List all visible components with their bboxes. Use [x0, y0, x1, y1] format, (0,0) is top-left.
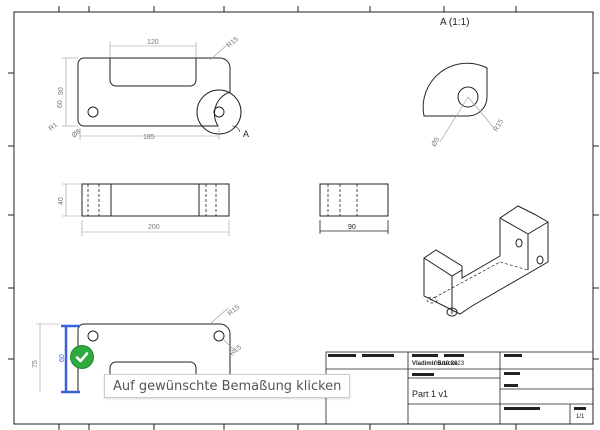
- dim-selected-value[interactable]: 60: [59, 354, 66, 362]
- selected-view[interactable]: [77, 323, 231, 395]
- dim-height-total[interactable]: 90: [58, 87, 65, 95]
- selected-dimension[interactable]: [61, 324, 80, 394]
- sheet-border: [13, 11, 594, 425]
- sheet-number: 1/1: [576, 414, 585, 420]
- author-name: Vladimir Brucke: [412, 361, 458, 367]
- dim-height-inner[interactable]: 60: [57, 100, 64, 108]
- front-view[interactable]: [81, 183, 230, 217]
- selected-view-dims: [36, 307, 237, 392]
- dim-top-radius[interactable]: R15: [226, 36, 240, 50]
- top-view[interactable]: [77, 57, 242, 135]
- dim-front-height[interactable]: 40: [58, 197, 65, 205]
- dim-overall-len[interactable]: 185: [143, 134, 155, 141]
- side-view-hidden-lines: [327, 184, 358, 216]
- dim-bottom-r[interactable]: R15: [227, 304, 241, 318]
- checkmark-icon[interactable]: [71, 346, 93, 368]
- dim-top-width[interactable]: 120: [147, 39, 159, 46]
- detail-view-dims: [439, 96, 495, 143]
- hint-tooltip: Auf gewünschte Bemaßung klicken: [104, 374, 350, 398]
- side-view[interactable]: [319, 183, 389, 217]
- side-view-dims: [319, 220, 389, 234]
- section-marker: A: [243, 129, 249, 139]
- detail-view[interactable]: [422, 62, 488, 117]
- dim-bottom-r2[interactable]: R15: [229, 344, 243, 358]
- dim-hole-small[interactable]: Ø8: [71, 128, 83, 139]
- dim-front-len[interactable]: 200: [148, 224, 160, 231]
- front-view-dims: [62, 183, 230, 236]
- drawing-date: 06.10.2023: [434, 361, 465, 367]
- dim-detail-r[interactable]: R15: [493, 118, 506, 133]
- front-view-hidden-lines: [87, 184, 217, 216]
- top-view-dims: [62, 42, 241, 140]
- dim-selected-height[interactable]: 75: [32, 360, 39, 368]
- frame-ticks: [8, 6, 599, 430]
- detail-view-label: A (1:1): [440, 17, 469, 28]
- title-block-redacted-labels: [328, 354, 586, 410]
- dim-detail-dia[interactable]: Ø5: [431, 136, 442, 148]
- dim-radius-left[interactable]: R1: [48, 121, 59, 132]
- dim-side-width[interactable]: 90: [348, 224, 356, 231]
- isometric-hidden-lines: [426, 261, 529, 304]
- part-name: Part 1 v1: [412, 389, 449, 399]
- isometric-view[interactable]: [423, 205, 549, 317]
